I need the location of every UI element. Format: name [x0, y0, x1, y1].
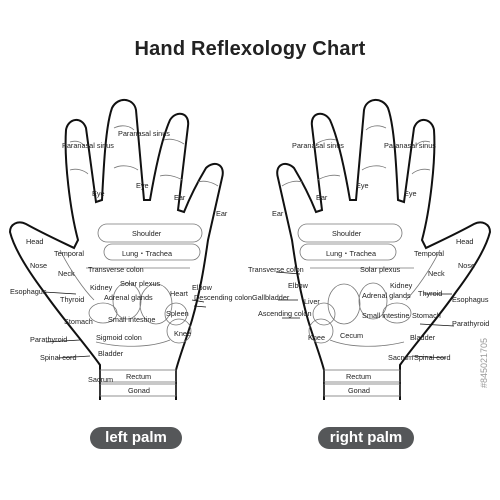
- right-label-paranasal-sinus-2: Paranasal sinus: [384, 141, 436, 150]
- leader-lines: [43, 271, 455, 359]
- right-hand: [276, 99, 492, 400]
- right-label-thyroid: Thyroid: [418, 289, 442, 298]
- left-label-nose: Nose: [30, 261, 47, 270]
- right-label-sacrum: Sacrum: [388, 353, 413, 362]
- left-label-small-intestine: Small intestine: [108, 315, 155, 324]
- right-label-small-intestine: Small intestine: [362, 311, 409, 320]
- left-label-elbow: Elbow: [192, 283, 213, 292]
- right-label-lung-trachea: Lung・Trachea: [326, 249, 377, 258]
- right-label-paranasal-sinus-1: Paranasal sinus: [292, 141, 344, 150]
- left-hand-outline: [8, 99, 224, 400]
- right-label-eye-2: Eye: [404, 189, 417, 198]
- left-label-transverse-colon: Transverse colon: [88, 265, 144, 274]
- left-label-stomach: Stomach: [64, 317, 93, 326]
- left-label-head: Head: [26, 237, 43, 246]
- left-label-kidney: Kidney: [90, 283, 113, 292]
- left-label-ear-2: Ear: [216, 209, 228, 218]
- right-label-knee: Knee: [308, 333, 325, 342]
- left-label-paranasal-sinus-2: Paranasal sinus: [118, 129, 170, 138]
- left-label-bladder: Bladder: [98, 349, 124, 358]
- right-label-ear-2: Ear: [272, 209, 284, 218]
- left-label-heart: Heart: [170, 289, 188, 298]
- left-hand-labels: Paranasal sinus Paranasal sinus Eye Eye …: [10, 129, 252, 395]
- right-hand-regions: [281, 125, 441, 397]
- right-label-adrenal-glands: Adrenal glands: [362, 291, 411, 300]
- right-label-rectum: Rectum: [346, 372, 371, 381]
- right-label-bladder: Bladder: [410, 333, 436, 342]
- left-label-descending-colon: Descending colon: [194, 293, 252, 302]
- right-hand-labels: Paranasal sinus Paranasal sinus Eye Eye …: [248, 141, 489, 395]
- right-label-kidney: Kidney: [390, 281, 413, 290]
- left-hand-regions: [59, 125, 219, 397]
- left-label-solar-plexus: Solar plexus: [120, 279, 161, 288]
- left-label-eye-2: Eye: [136, 181, 149, 190]
- right-label-ear-1: Ear: [316, 193, 328, 202]
- right-label-neck: Neck: [428, 269, 445, 278]
- right-label-ascending-colon: Ascending colon: [258, 309, 312, 318]
- right-label-cecum: Cecum: [340, 331, 363, 340]
- right-label-liver: Liver: [304, 297, 320, 306]
- right-label-temporal: Temporal: [414, 249, 444, 258]
- left-label-thyroid: Thyroid: [60, 295, 84, 304]
- right-label-gallbladder: Gallbladder: [252, 293, 290, 302]
- right-label-esophagus: Esophagus: [452, 295, 489, 304]
- left-label-parathyroid: Parathyroid: [30, 335, 67, 344]
- left-label-spinal-cord: Spinal cord: [40, 353, 77, 362]
- right-hand-outline: [276, 99, 492, 400]
- left-label-knee: Knee: [174, 329, 191, 338]
- left-label-esophagus: Esophagus: [10, 287, 47, 296]
- left-label-spleen: Spleen: [166, 309, 189, 318]
- left-label-sigmoid-colon: Sigmoid colon: [96, 333, 142, 342]
- left-label-ear-1: Ear: [174, 193, 186, 202]
- right-label-nose: Nose: [458, 261, 475, 270]
- left-label-paranasal-sinus-1: Paranasal sinus: [62, 141, 114, 150]
- left-label-lung-trachea: Lung・Trachea: [122, 249, 173, 258]
- right-label-eye-1: Eye: [356, 181, 369, 190]
- right-label-stomach: Stomach: [412, 311, 441, 320]
- left-label-eye-1: Eye: [92, 189, 105, 198]
- left-label-temporal: Temporal: [54, 249, 84, 258]
- left-label-shoulder: Shoulder: [132, 229, 162, 238]
- left-label-sacrum: Sacrum: [88, 375, 113, 384]
- right-label-parathyroid: Parathyroid: [452, 319, 489, 328]
- right-palm-caption: right palm: [318, 427, 414, 449]
- right-label-head: Head: [456, 237, 473, 246]
- left-label-rectum: Rectum: [126, 372, 151, 381]
- left-label-gonad: Gonad: [128, 386, 150, 395]
- left-label-neck: Neck: [58, 269, 75, 278]
- right-label-solar-plexus: Solar plexus: [360, 265, 401, 274]
- page-title: Hand Reflexology Chart: [134, 38, 366, 60]
- left-palm-caption: left palm: [90, 427, 182, 449]
- right-label-spinal-cord: Spinal cord: [414, 353, 451, 362]
- right-label-gonad: Gonad: [348, 386, 370, 395]
- left-hand: [8, 99, 224, 400]
- right-label-elbow: Elbow: [288, 281, 309, 290]
- left-label-adrenal-glands: Adrenal glands: [104, 293, 153, 302]
- image-id-text: #845021705: [479, 337, 489, 388]
- right-label-transverse-colon: Transverse colon: [248, 265, 304, 274]
- right-label-shoulder: Shoulder: [332, 229, 362, 238]
